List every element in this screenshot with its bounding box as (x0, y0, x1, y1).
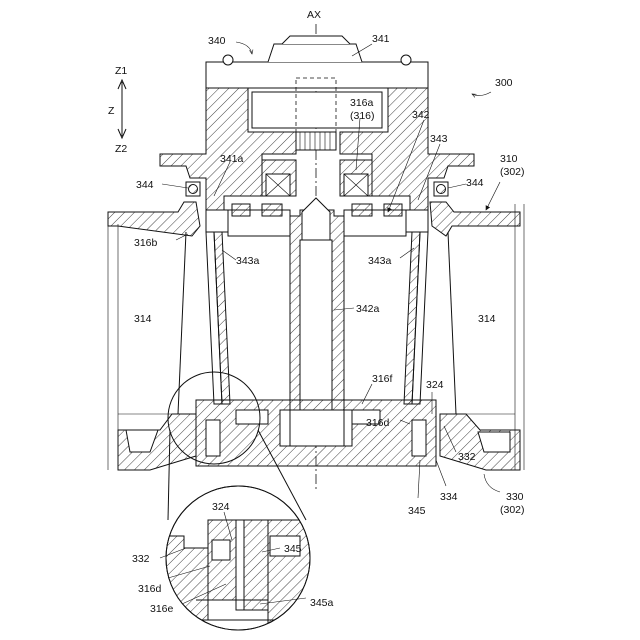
detail-label-324: 324 (212, 501, 230, 513)
label-340: 340 (208, 35, 226, 47)
top-cover-341 (206, 36, 428, 88)
label-310-paren: (302) (500, 166, 525, 178)
label-316a-paren: (316) (350, 110, 375, 122)
label-332: 332 (458, 451, 476, 463)
label-z1: Z1 (115, 65, 127, 77)
label-z: Z (108, 105, 115, 117)
detail-label-316d: 316d (138, 583, 162, 595)
bottom-cup-316f (196, 400, 436, 466)
label-341a: 341a (220, 153, 244, 165)
label-341: 341 (372, 33, 390, 45)
label-300: 300 (495, 77, 513, 89)
label-330-paren: (302) (500, 504, 525, 516)
label-343: 343 (430, 133, 448, 145)
label-342: 342 (412, 109, 430, 121)
label-314-right: 314 (478, 313, 496, 325)
label-344-right: 344 (466, 177, 484, 189)
direction-indicator (118, 80, 126, 138)
label-345: 345 (408, 505, 426, 517)
detail-view (160, 486, 320, 640)
label-314-left: 314 (134, 313, 152, 325)
label-axis: AX (307, 9, 321, 21)
label-z2: Z2 (115, 143, 127, 155)
label-342a: 342a (356, 303, 380, 315)
detail-label-345: 345 (284, 543, 302, 555)
label-316b: 316b (134, 237, 158, 249)
label-316f: 316f (372, 373, 393, 385)
label-343a-left: 343a (236, 255, 260, 267)
label-344-left: 344 (136, 179, 154, 191)
detail-label-345a: 345a (310, 597, 334, 609)
label-330: 330 (506, 491, 524, 503)
label-316d: 316d (366, 417, 390, 429)
label-343a-right: 343a (368, 255, 392, 267)
label-324: 324 (426, 379, 444, 391)
detail-label-332: 332 (132, 553, 150, 565)
detail-label-316e: 316e (150, 603, 174, 615)
label-316a: 316a (350, 97, 374, 109)
label-334: 334 (440, 491, 458, 503)
label-310: 310 (500, 153, 518, 165)
